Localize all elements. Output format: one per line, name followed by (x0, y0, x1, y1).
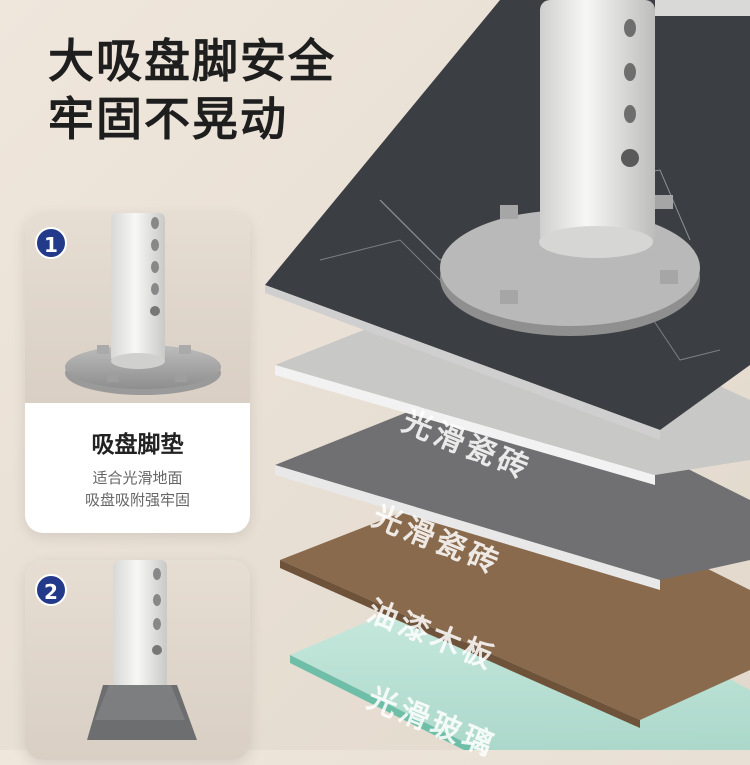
headline-line-1: 大吸盘脚安全 (48, 34, 336, 88)
card-1-description: 适合光滑地面 吸盘吸附强牢固 (25, 467, 250, 511)
suction-foot-image (65, 213, 221, 395)
card-1-number-badge: 1 (35, 227, 67, 259)
surface-layers-svg (265, 0, 750, 758)
card-rubber-foot: 2 (25, 560, 250, 760)
card-2-number-badge: 2 (35, 574, 67, 606)
rubber-foot-image (87, 560, 197, 740)
headline-line-2: 牢固不晃动 (48, 92, 288, 146)
card-1-desc-line-2: 吸盘吸附强牢固 (84, 491, 190, 509)
surface-layers-illustration: 光滑瓷砖 光滑瓷砖 油漆木板 光滑玻璃 (260, 0, 750, 764)
headline: 大吸盘脚安全 牢固不晃动 (48, 32, 336, 148)
main-pole (539, 0, 750, 258)
card-1-desc-line-1: 适合光滑地面 (92, 469, 183, 487)
card-suction-pad: 1 吸盘脚垫 适合光滑地面 吸盘吸附强牢固 (25, 213, 250, 533)
card-1-title: 吸盘脚垫 (91, 432, 184, 458)
layer-dark-tile (275, 375, 750, 590)
